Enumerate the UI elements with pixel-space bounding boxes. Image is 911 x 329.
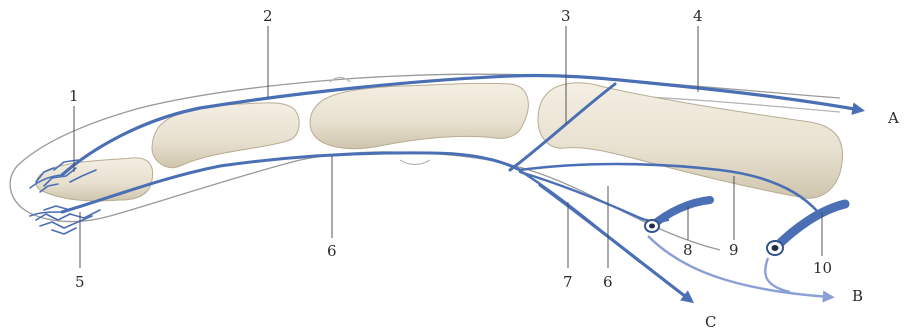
distal-phalanx	[36, 158, 153, 201]
label-6-upper: 6	[327, 242, 337, 260]
label-C: C	[705, 313, 716, 329]
vessel-8	[652, 200, 710, 226]
label-8: 8	[683, 241, 693, 259]
label-6-lower: 6	[603, 273, 613, 291]
proximal-phalanx	[310, 83, 528, 148]
label-4: 4	[693, 7, 703, 25]
label-B: B	[852, 287, 863, 305]
label-A: A	[887, 109, 899, 127]
cut-vessels	[645, 200, 845, 297]
label-3: 3	[561, 7, 571, 25]
label-5: 5	[75, 273, 85, 291]
vessel-10	[775, 204, 845, 248]
label-9: 9	[729, 241, 739, 259]
label-2: 2	[263, 7, 273, 25]
label-7: 7	[563, 273, 573, 291]
arrow-b-from-10	[765, 258, 790, 292]
label-1: 1	[69, 87, 79, 105]
label-10: 10	[813, 259, 832, 277]
